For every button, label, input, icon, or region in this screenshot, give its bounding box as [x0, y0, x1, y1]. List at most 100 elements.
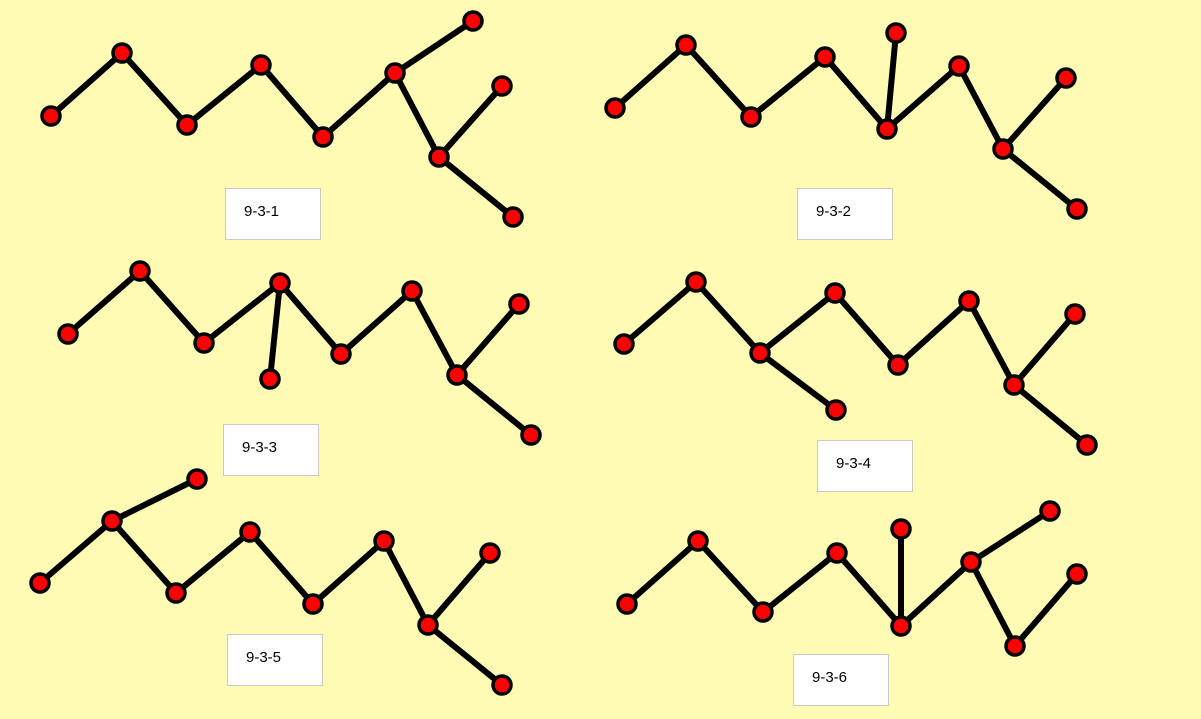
tree-5-node-8 — [417, 614, 439, 636]
tree-1-edge-9 — [436, 154, 516, 220]
tree-3-node-5 — [259, 368, 281, 390]
tree-6-node-3 — [752, 601, 774, 623]
tree-5-node-10 — [491, 674, 513, 696]
tree-1-edge-2 — [119, 50, 190, 128]
tree-5-edge-4 — [173, 529, 253, 596]
tree-2-node-9 — [1055, 67, 1077, 89]
tree-2-node-10 — [1066, 198, 1088, 220]
tree-1-edge-6 — [392, 18, 476, 76]
tree-label-9-3-3: 9-3-3 — [223, 424, 319, 476]
tree-1-edge-7 — [392, 70, 442, 160]
tree-2-edge-2 — [683, 42, 754, 120]
tree-4-node-6 — [887, 354, 909, 376]
tree-6-edge-3 — [760, 550, 840, 615]
tree-6-node-1 — [616, 593, 638, 615]
tree-3-edge-8 — [454, 301, 522, 378]
tree-4-edge-9 — [1011, 382, 1090, 448]
tree-4-node-2 — [685, 271, 707, 293]
tree-1-node-2 — [111, 42, 133, 64]
tree-4-node-5 — [824, 282, 846, 304]
tree-2-edge-8 — [1000, 75, 1069, 152]
tree-3-node-8 — [446, 364, 468, 386]
tree-1-node-1 — [40, 105, 62, 127]
tree-6-node-9 — [1004, 635, 1026, 657]
tree-5-node-1 — [29, 572, 51, 594]
tree-label-9-3-1: 9-3-1 — [225, 188, 321, 240]
tree-5-edge-8 — [425, 550, 493, 628]
tree-2-edge-6 — [884, 63, 962, 132]
tree-6-edge-6 — [898, 559, 974, 629]
tree-5-edge-6 — [310, 538, 387, 607]
tree-2-edge-7 — [956, 63, 1006, 152]
tree-3-edge-5 — [277, 280, 344, 357]
tree-3-node-3 — [193, 332, 215, 354]
tree-6-edge-7 — [968, 508, 1053, 565]
tree-4-node-10 — [1076, 434, 1098, 456]
tree-9-3-4 — [613, 271, 1098, 456]
tree-1-node-5 — [312, 126, 334, 148]
tree-3-node-1 — [57, 323, 79, 345]
tree-4-node-3 — [749, 342, 771, 364]
tree-6-node-10 — [1066, 563, 1088, 585]
tree-1-node-9 — [491, 75, 513, 97]
tree-4-edge-2 — [693, 279, 763, 356]
tree-5-node-6 — [302, 593, 324, 615]
tree-4-edge-8 — [1011, 311, 1078, 388]
tree-1-edge-1 — [48, 50, 125, 119]
tree-5-edge-1 — [37, 518, 115, 586]
tree-6-edge-4 — [834, 550, 904, 629]
tree-3-edge-4 — [267, 280, 283, 382]
tree-1-node-7 — [462, 10, 484, 32]
tree-4-edge-4 — [757, 290, 838, 356]
tree-1-edge-3 — [184, 62, 264, 128]
tree-6-node-8 — [1039, 500, 1061, 522]
tree-9-3-2 — [604, 22, 1088, 220]
tree-3-edge-3 — [201, 280, 283, 346]
tree-4-node-9 — [1064, 303, 1086, 325]
tree-4-edge-5 — [832, 290, 901, 368]
tree-5-edge-3 — [109, 518, 179, 596]
tree-3-edge-1 — [65, 268, 143, 337]
tree-6-edge-8 — [968, 559, 1018, 649]
tree-9-3-3 — [57, 260, 542, 446]
tree-5-edge-2 — [109, 476, 200, 524]
tree-4-node-1 — [613, 333, 635, 355]
tree-label-9-3-6: 9-3-6 — [793, 654, 889, 706]
tree-6-edge-1 — [624, 538, 701, 607]
tree-2-edge-5 — [884, 30, 899, 132]
tree-6-node-4 — [826, 542, 848, 564]
tree-1-edge-5 — [320, 70, 398, 140]
tree-2-edge-1 — [612, 42, 689, 111]
tree-1-edge-8 — [436, 83, 505, 160]
tree-2-node-6 — [885, 22, 907, 44]
tree-5-node-3 — [186, 468, 208, 490]
tree-2-node-5 — [876, 118, 898, 140]
tree-1-node-4 — [250, 54, 272, 76]
tree-5-node-4 — [165, 582, 187, 604]
tree-6-edge-2 — [695, 538, 766, 615]
tree-4-node-7 — [958, 290, 980, 312]
tree-9-3-6 — [616, 500, 1088, 657]
tree-3-node-4 — [269, 272, 291, 294]
tree-4-node-8 — [1003, 374, 1025, 396]
tree-1-node-8 — [428, 146, 450, 168]
tree-2-node-7 — [948, 55, 970, 77]
tree-3-edge-6 — [338, 288, 415, 357]
tree-4-edge-3 — [757, 350, 839, 413]
tree-6-node-6 — [890, 518, 912, 540]
tree-2-edge-4 — [822, 54, 890, 132]
tree-6-node-5 — [890, 615, 912, 637]
tree-9-3-5 — [29, 468, 513, 696]
tree-4-edge-1 — [621, 279, 699, 347]
tree-5-edge-9 — [425, 622, 505, 688]
tree-5-edge-5 — [247, 529, 316, 607]
tree-9-3-1 — [40, 10, 524, 228]
tree-label-9-3-5: 9-3-5 — [227, 634, 323, 686]
tree-3-edge-7 — [409, 288, 460, 378]
tree-2-node-2 — [675, 34, 697, 56]
tree-4-edge-6 — [895, 298, 972, 368]
tree-1-node-3 — [176, 114, 198, 136]
tree-2-node-4 — [814, 46, 836, 68]
tree-3-node-2 — [129, 260, 151, 282]
tree-label-9-3-2: 9-3-2 — [797, 188, 893, 240]
